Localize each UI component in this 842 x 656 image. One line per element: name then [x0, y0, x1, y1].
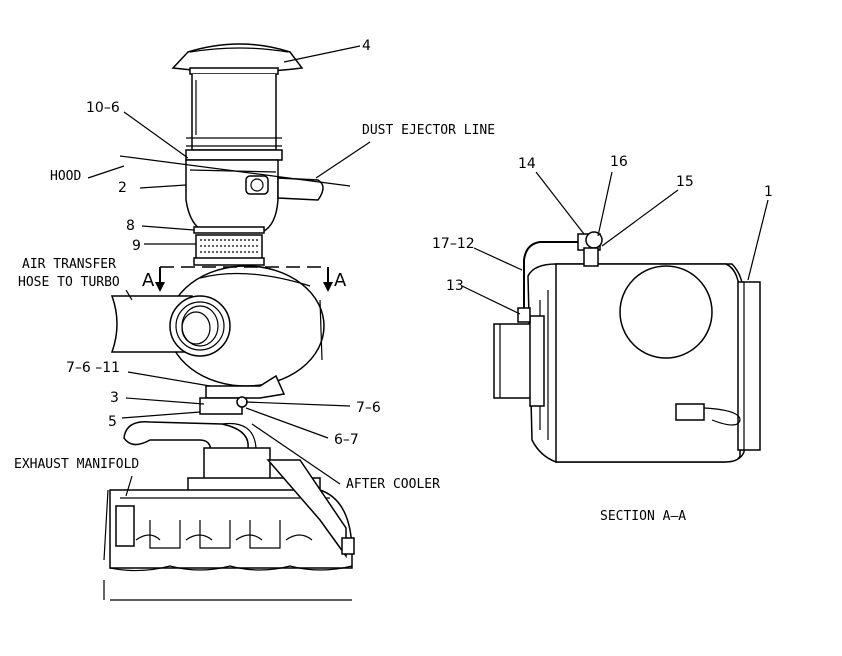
label-part-4: 4	[362, 38, 371, 54]
label-part-9: 9	[132, 238, 141, 254]
label-section-a-right: A	[334, 270, 347, 291]
section-line	[155, 266, 333, 292]
leader-lines-right	[461, 171, 769, 315]
label-exhaust-manifold: EXHAUST MANIFOLD	[14, 457, 139, 472]
label-section-a-left: A	[142, 270, 155, 291]
exhaust-manifold	[103, 447, 355, 601]
label-part-3: 3	[110, 390, 119, 406]
label-part-1: 1	[764, 184, 773, 200]
leader-lines-left	[87, 45, 371, 497]
precleaner-cap	[171, 43, 304, 75]
air-transfer-hose	[110, 295, 231, 357]
section-view	[493, 231, 761, 463]
label-part-5: 5	[108, 414, 117, 430]
label-part-17-12: 17–12	[432, 236, 475, 252]
clamp-and-hose	[193, 226, 265, 266]
precleaner-body	[185, 74, 283, 161]
label-part-6-7: 6–7	[334, 432, 359, 448]
labels: 4 10–6 DUST EJECTOR LINE HOOD 2 8 9 AIR …	[14, 38, 773, 524]
label-part-10-6: 10–6	[86, 100, 120, 116]
label-dust-ejector-line: DUST EJECTOR LINE	[362, 123, 495, 138]
label-part-2: 2	[118, 180, 127, 196]
label-part-15: 15	[676, 174, 694, 190]
label-part-8: 8	[126, 218, 135, 234]
label-part-13: 13	[446, 278, 464, 294]
label-air-transfer-2: HOSE TO TURBO	[18, 275, 120, 290]
label-part-16: 16	[610, 154, 628, 170]
label-part-7-6-11: 7–6 –11	[66, 360, 120, 376]
label-after-cooler: AFTER COOLER	[346, 477, 440, 492]
hood-section	[185, 159, 324, 233]
label-section-title: SECTION A–A	[600, 509, 686, 524]
label-part-14: 14	[518, 156, 536, 172]
label-hood: HOOD	[50, 169, 81, 184]
label-part-7-6: 7–6	[356, 400, 381, 416]
label-air-transfer-1: AIR TRANSFER	[22, 257, 116, 272]
